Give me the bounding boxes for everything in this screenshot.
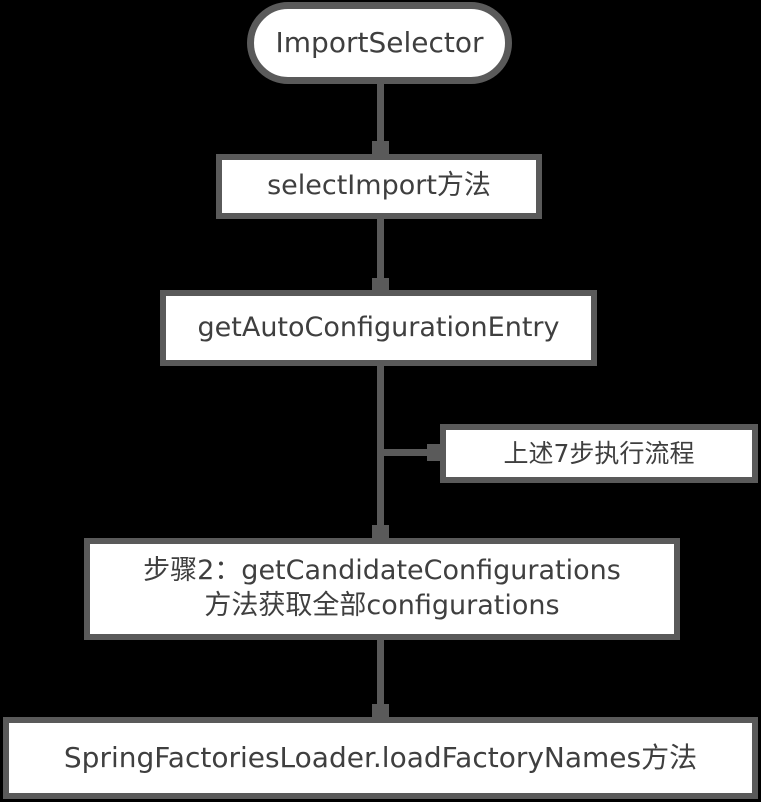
node-selectimport[interactable]: selectImport方法: [216, 154, 542, 219]
node-importselector-label: ImportSelector: [275, 26, 484, 60]
edge-getcandidateconfigurations-to-springfactoriesloader: [377, 636, 384, 714]
node-getcandidateconfigurations-label: 步骤2：getCandidateConfigurations 方法获取全部con…: [143, 555, 621, 621]
arrow-down-icon: [372, 525, 389, 539]
edge-getautoconfigurationentry-to-getcandidateconfigurations: [377, 362, 384, 534]
node-springfactoriesloader-loadfactorynames-label: SpringFactoriesLoader.loadFactoryNames方法: [63, 741, 698, 775]
node-selectimport-label: selectImport方法: [267, 170, 491, 202]
arrow-right-icon: [427, 444, 441, 461]
edge-importselector-to-selectimport: [377, 80, 384, 146]
node-getcandidateconfigurations[interactable]: 步骤2：getCandidateConfigurations 方法获取全部con…: [84, 538, 680, 640]
edge-getautoconfigurationentry-to-seven-steps-process: [381, 449, 429, 456]
arrow-down-icon: [372, 278, 389, 292]
node-importselector[interactable]: ImportSelector: [247, 2, 512, 84]
node-seven-steps-process-label: 上述7步执行流程: [503, 438, 695, 468]
node-getautoconfigurationentry-label: getAutoConfigurationEntry: [197, 311, 560, 343]
arrow-down-icon: [372, 704, 389, 718]
node-seven-steps-process[interactable]: 上述7步执行流程: [440, 424, 758, 483]
node-getautoconfigurationentry[interactable]: getAutoConfigurationEntry: [160, 290, 597, 366]
edge-selectimport-to-getautoconfigurationentry: [377, 216, 384, 284]
node-springfactoriesloader-loadfactorynames[interactable]: SpringFactoriesLoader.loadFactoryNames方法: [3, 717, 758, 799]
arrow-down-icon: [372, 141, 389, 155]
